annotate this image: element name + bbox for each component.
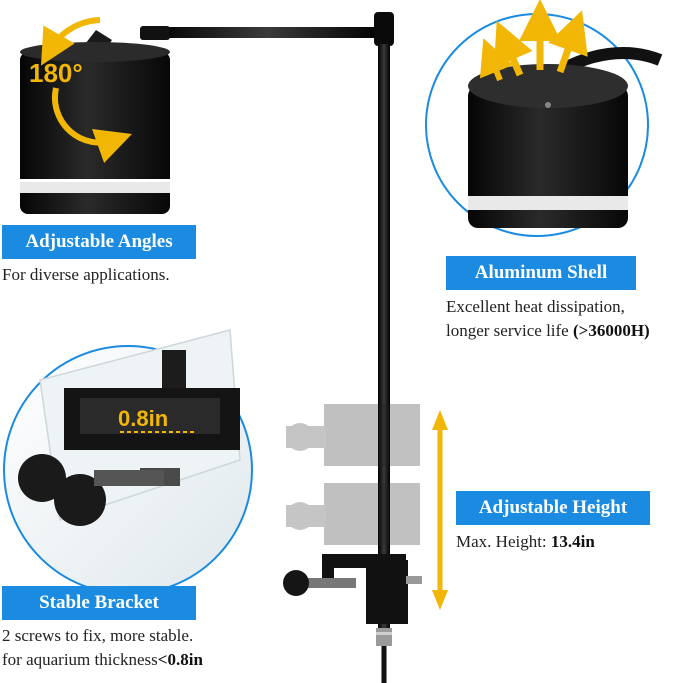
bracket-ghost-upper bbox=[286, 404, 420, 466]
max-height-value: 13.4in bbox=[550, 532, 595, 551]
height-arrow-icon bbox=[432, 410, 448, 610]
aluminum-shell-badge: Aluminum Shell bbox=[446, 256, 636, 290]
max-height-text: Max. Height: bbox=[456, 532, 551, 551]
rotation-arrow-icon bbox=[41, 17, 132, 163]
bracket-detail-circle bbox=[3, 329, 253, 595]
adjustable-height-badge: Adjustable Height bbox=[456, 491, 650, 525]
stable-bracket-caption-line1: 2 screws to fix, more stable. bbox=[2, 626, 194, 645]
heat-arrow-icon bbox=[479, 0, 588, 82]
lamp-stand bbox=[140, 12, 394, 683]
bracket-ghost-middle bbox=[286, 483, 420, 545]
adjustable-height-caption: Max. Height: 13.4in bbox=[456, 530, 595, 554]
adjustable-angles-badge: Adjustable Angles bbox=[2, 225, 196, 259]
stable-bracket-thickness-text: for aquarium thickness bbox=[2, 650, 158, 669]
aluminum-shell-life-text: longer service life bbox=[446, 321, 573, 340]
aluminum-shell-life-value: (>36000H) bbox=[572, 321, 650, 340]
stable-bracket-caption-line2: for aquarium thickness<0.8in bbox=[2, 648, 203, 672]
stable-bracket-thickness-value: <0.8in bbox=[157, 650, 203, 669]
stable-bracket-badge: Stable Bracket bbox=[2, 586, 196, 620]
thickness-label: 0.8in bbox=[118, 406, 168, 431]
aluminum-shell-caption-line2: longer service life (>36000H) bbox=[446, 319, 650, 343]
aluminum-shell-caption-line1: Excellent heat dissipation, bbox=[446, 297, 625, 316]
adjustable-angles-caption: For diverse applications. bbox=[2, 265, 170, 284]
rotation-label: 180° bbox=[29, 58, 83, 88]
bracket-active bbox=[283, 554, 422, 624]
